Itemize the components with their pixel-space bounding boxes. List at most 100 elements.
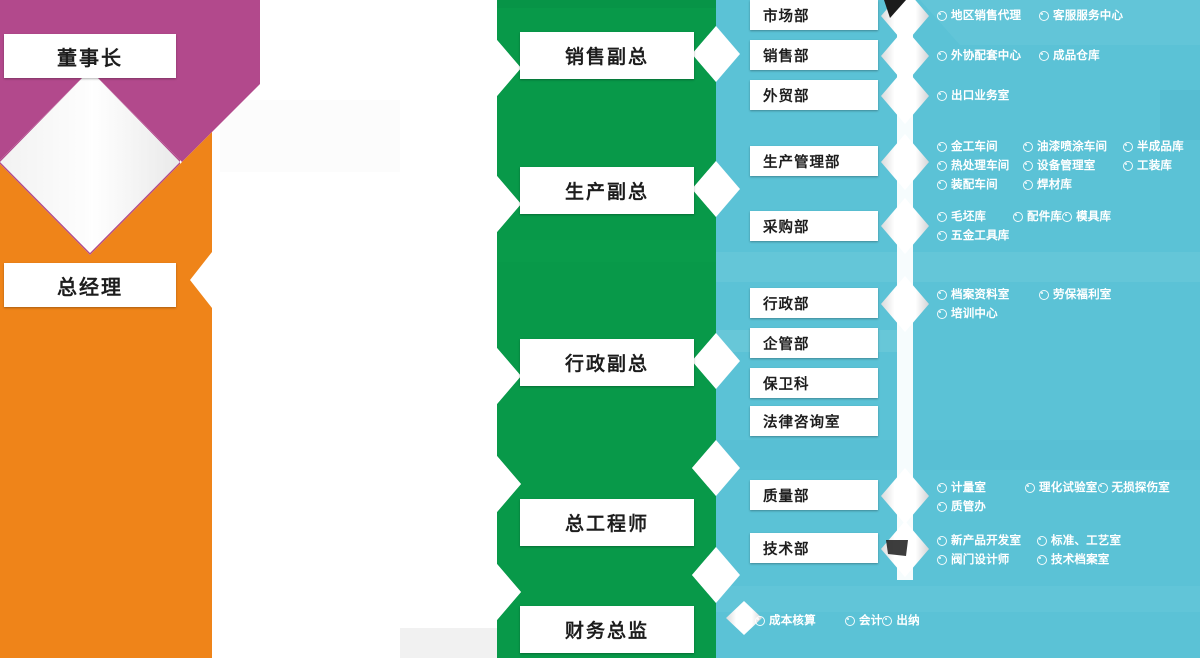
leaf-item[interactable]: 设备管理室 (1023, 156, 1123, 175)
leaf-item[interactable]: 阀门设计师 (937, 550, 1037, 569)
leaf-item[interactable]: 外协配套中心 (937, 46, 1039, 65)
leaf-item-label: 外协配套中心 (951, 48, 1022, 62)
leaf-group-purchasing: 毛坯库 配件库 模具库 五金工具库 (937, 207, 1199, 245)
org-node-enterprise-mgmt[interactable]: 企管部 (750, 328, 878, 358)
leaf-item-label: 会计 (859, 613, 883, 627)
ring-icon (937, 90, 947, 101)
org-node-legal-office-label: 法律咨询室 (763, 414, 841, 431)
leaf-item[interactable]: 计量室 (937, 478, 1025, 497)
org-node-technology-dept-label: 技术部 (763, 541, 810, 558)
org-node-purchasing[interactable]: 采购部 (750, 211, 878, 241)
org-node-foreign-trade-label: 外贸部 (763, 88, 810, 105)
leaf-item[interactable]: 金工车间 (937, 137, 1023, 156)
ring-icon (1039, 10, 1049, 21)
ring-icon (1037, 535, 1047, 546)
leaf-item-label: 客服服务中心 (1053, 8, 1124, 22)
org-node-general-manager-label: 总经理 (57, 274, 123, 299)
ring-icon (937, 482, 947, 493)
org-node-administration-label: 行政部 (763, 296, 810, 313)
leaf-item[interactable]: 毛坯库 (937, 207, 1013, 226)
leaf-item[interactable]: 地区销售代理 (937, 6, 1039, 25)
leaf-item[interactable]: 档案资料室 (937, 285, 1039, 304)
leaf-item[interactable]: 油漆喷涂车间 (1023, 137, 1123, 156)
green-band (497, 0, 716, 658)
org-node-administration[interactable]: 行政部 (750, 288, 878, 318)
leaf-item[interactable]: 配件库 (1013, 207, 1062, 226)
ring-icon (1123, 141, 1133, 152)
leaf-item-label: 地区销售代理 (951, 8, 1022, 22)
org-node-chairman[interactable]: 董事长 (4, 34, 176, 78)
leaf-item[interactable]: 工装库 (1123, 156, 1199, 175)
ring-icon (1023, 141, 1033, 152)
leaf-item-label: 成品仓库 (1053, 48, 1100, 62)
ring-icon (1039, 289, 1049, 300)
leaf-item[interactable]: 新产品开发室 (937, 531, 1037, 550)
leaf-item[interactable]: 无损探伤室 (1097, 478, 1186, 497)
org-node-chief-engineer[interactable]: 总工程师 (520, 499, 694, 546)
org-node-admin-vp[interactable]: 行政副总 (520, 339, 694, 386)
leaf-item[interactable]: 热处理车间 (937, 156, 1023, 175)
ring-icon (1023, 160, 1033, 171)
org-node-security-label: 保卫科 (763, 376, 810, 393)
org-node-production-vp[interactable]: 生产副总 (520, 167, 694, 214)
org-node-sales-dept[interactable]: 销售部 (750, 40, 878, 70)
leaf-group-foreign-trade: 出口业务室 (937, 86, 1199, 105)
ring-icon (937, 179, 947, 190)
org-node-general-manager[interactable]: 总经理 (4, 263, 176, 307)
leaf-item[interactable]: 会计 (845, 611, 882, 630)
org-node-quality-dept-label: 质量部 (763, 488, 810, 505)
leaf-item[interactable]: 标准、工艺室 (1037, 531, 1121, 550)
leaf-item-label: 工装库 (1137, 158, 1173, 172)
ring-icon (937, 501, 947, 512)
ring-icon (1039, 50, 1049, 61)
leaf-item[interactable]: 模具库 (1062, 207, 1138, 226)
background-wash-mid (400, 628, 500, 658)
leaf-item-label: 培训中心 (951, 306, 998, 320)
org-node-sales-dept-label: 销售部 (763, 48, 810, 65)
leaf-item[interactable]: 焊材库 (1023, 175, 1123, 194)
leaf-item[interactable]: 成品仓库 (1039, 46, 1100, 65)
leaf-item[interactable]: 劳保福利室 (1039, 285, 1112, 304)
org-node-marketing-dept[interactable]: 市场部 (750, 0, 878, 30)
leaf-item[interactable]: 质管办 (937, 497, 986, 516)
leaf-item-label: 劳保福利室 (1053, 287, 1112, 301)
ring-icon (1013, 211, 1023, 222)
leaf-item-label: 设备管理室 (1037, 158, 1096, 172)
org-node-purchasing-label: 采购部 (763, 219, 810, 236)
leaf-item[interactable]: 出口业务室 (937, 86, 1010, 105)
leaf-group-marketing: 地区销售代理 客服服务中心 (937, 6, 1199, 25)
connector-diamond-main (0, 70, 180, 253)
leaf-item[interactable]: 技术档案室 (1037, 550, 1110, 569)
leaf-item[interactable]: 成本核算 (755, 611, 845, 630)
org-node-security[interactable]: 保卫科 (750, 368, 878, 398)
leaf-item-label: 出纳 (896, 613, 920, 627)
ring-icon (937, 554, 947, 565)
leaf-item[interactable]: 理化试验室 (1025, 478, 1098, 497)
leaf-item[interactable]: 出纳 (882, 611, 972, 630)
leaf-item[interactable]: 客服服务中心 (1039, 6, 1123, 25)
leaf-item[interactable]: 五金工具库 (937, 226, 1010, 245)
org-node-production-mgmt[interactable]: 生产管理部 (750, 146, 878, 176)
leaf-item-label: 油漆喷涂车间 (1037, 139, 1108, 153)
leaf-item[interactable]: 半成品库 (1123, 137, 1199, 156)
leaf-item-label: 毛坯库 (951, 209, 987, 223)
leaf-item[interactable]: 装配车间 (937, 175, 1023, 194)
ring-icon (937, 535, 947, 546)
leaf-item-label: 阀门设计师 (951, 552, 1010, 566)
org-node-chief-engineer-label: 总工程师 (564, 513, 649, 535)
leaf-item-label: 配件库 (1027, 209, 1063, 223)
org-node-cfo[interactable]: 财务总监 (520, 606, 694, 653)
ring-icon (937, 308, 947, 319)
ring-icon (937, 50, 947, 61)
org-node-sales-vp[interactable]: 销售副总 (520, 32, 694, 79)
org-node-production-mgmt-label: 生产管理部 (763, 154, 841, 171)
org-node-legal-office[interactable]: 法律咨询室 (750, 406, 878, 436)
leaf-item-label: 无损探伤室 (1111, 480, 1170, 494)
org-node-technology-dept[interactable]: 技术部 (750, 533, 878, 563)
org-node-foreign-trade[interactable]: 外贸部 (750, 80, 878, 110)
org-node-marketing-dept-label: 市场部 (763, 8, 810, 25)
ring-icon (845, 615, 855, 626)
org-node-quality-dept[interactable]: 质量部 (750, 480, 878, 510)
leaf-item[interactable]: 培训中心 (937, 304, 1039, 323)
ring-icon (1025, 482, 1035, 493)
